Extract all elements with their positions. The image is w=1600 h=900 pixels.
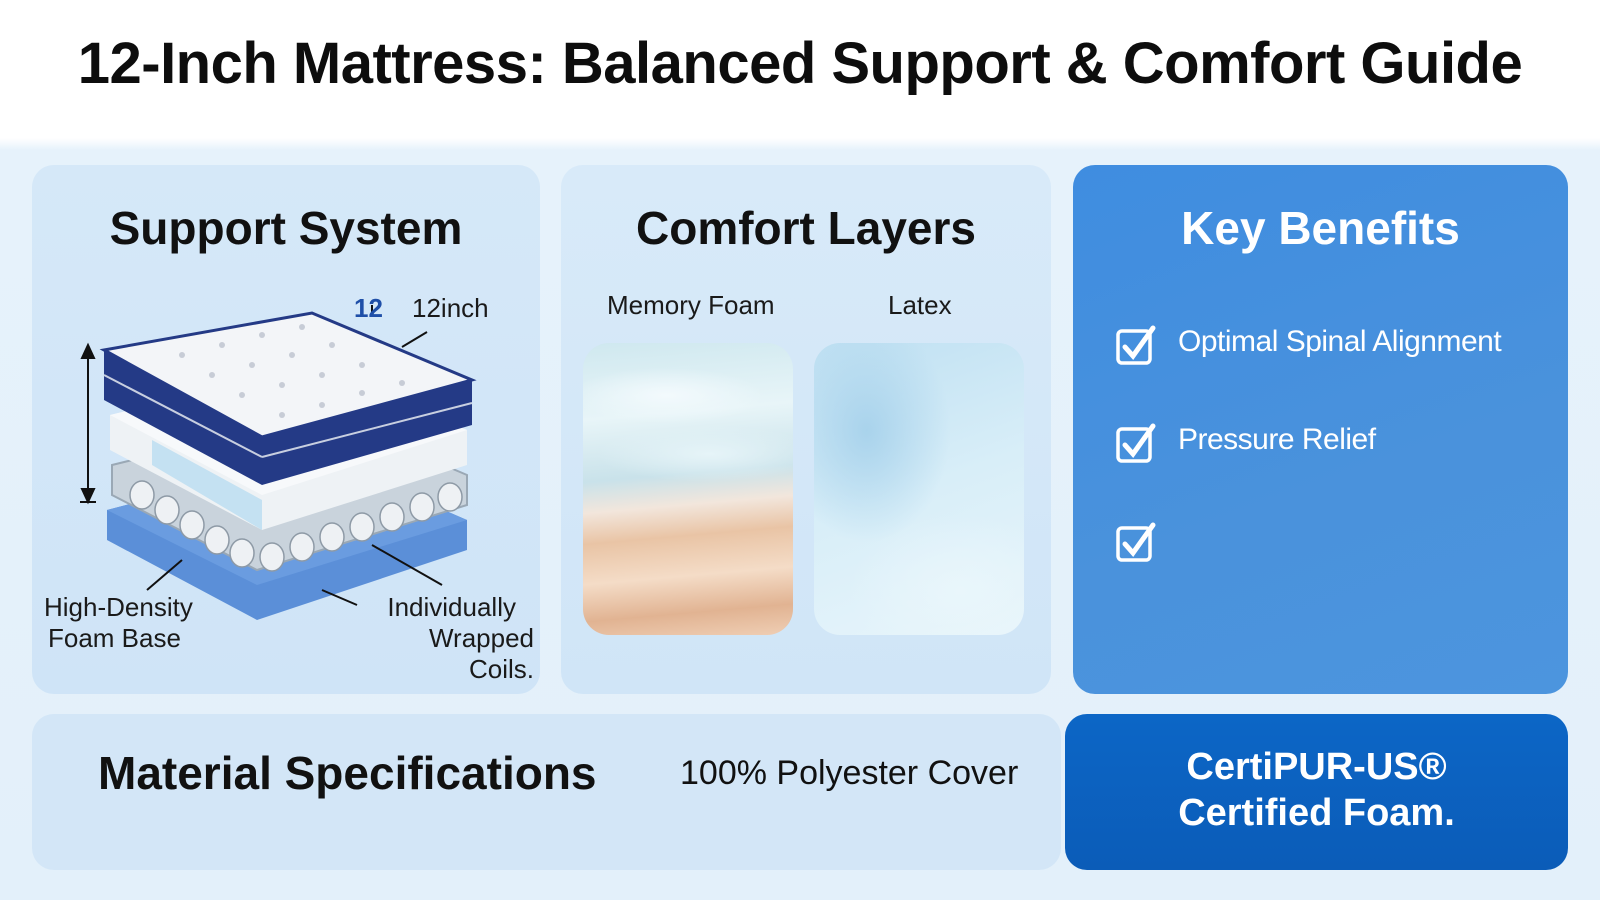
memory-foam-swatch bbox=[583, 343, 793, 635]
foam-base-label-line: High-Density bbox=[44, 592, 193, 622]
comfort-heading: Comfort Layers bbox=[636, 202, 976, 254]
coils-label: Individually Wrapped Coils. bbox=[358, 592, 534, 685]
benefit-item: Optimal Spinal Alignment bbox=[1178, 325, 1502, 358]
benefit-item: Pressure Relief bbox=[1178, 423, 1376, 456]
coils-label-line: Wrapped Coils. bbox=[428, 623, 534, 684]
height-label: 12inch bbox=[412, 293, 489, 323]
key-benefits-panel: Key Benefits Optimal Spinal Alignment Pr… bbox=[1073, 165, 1568, 694]
mattress-diagram bbox=[80, 305, 477, 620]
foam-base-label: High-Density Foam Base bbox=[44, 592, 193, 654]
memory-foam-label: Memory Foam bbox=[607, 290, 775, 320]
height-arrow bbox=[80, 305, 443, 606]
height-badge: 12 bbox=[354, 293, 383, 323]
page-title: 12-Inch Mattress: Balanced Support & Com… bbox=[77, 31, 1523, 96]
certification-text: CertiPUR-US® Certified Foam. bbox=[1065, 744, 1568, 836]
latex-swatch bbox=[814, 343, 1024, 635]
checkbox-checked-icon bbox=[1116, 325, 1156, 365]
support-system-panel: Support System 12 12inch High-Density Fo… bbox=[32, 165, 540, 694]
comfort-layers-panel: Comfort Layers Memory Foam Latex bbox=[561, 165, 1051, 694]
material-specs-panel: Material Specifications 100% Polyester C… bbox=[32, 714, 1061, 870]
benefits-heading: Key Benefits bbox=[1181, 202, 1460, 254]
cert-line-1: CertiPUR-US® bbox=[1186, 746, 1447, 788]
specs-heading: Material Specifications bbox=[98, 747, 597, 799]
latex-label: Latex bbox=[888, 290, 952, 320]
cover-spec: 100% Polyester Cover bbox=[680, 754, 1019, 792]
checkbox-checked-icon bbox=[1116, 423, 1156, 463]
coils-label-line: Individually bbox=[387, 592, 516, 622]
support-heading: Support System bbox=[109, 202, 463, 254]
cert-line-2: Certified Foam. bbox=[1178, 792, 1455, 834]
foam-base-label-line: Foam Base bbox=[48, 623, 181, 653]
checkbox-checked-icon bbox=[1116, 522, 1156, 562]
certification-badge: CertiPUR-US® Certified Foam. bbox=[1065, 714, 1568, 870]
